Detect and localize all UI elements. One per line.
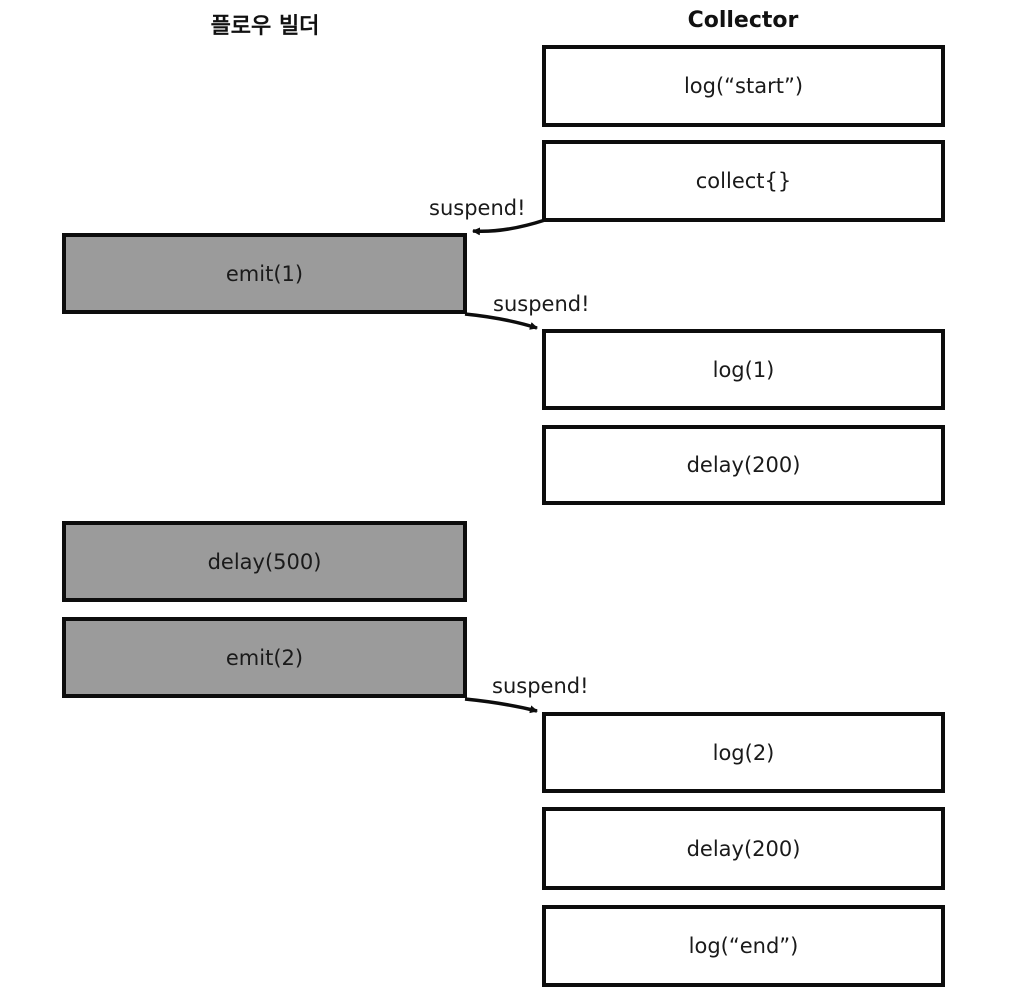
flow-box-delay-500: delay(500) — [62, 521, 467, 602]
suspend-label-2: suspend! — [493, 292, 590, 316]
suspend-arrow-1 — [472, 218, 546, 236]
suspend-label-3: suspend! — [492, 674, 589, 698]
collector-box-collect: collect{} — [542, 140, 945, 222]
flow-box-emit-1: emit(1) — [62, 233, 467, 314]
right-column-title: Collector — [687, 8, 799, 33]
left-column-title: 플로우 빌더 — [210, 14, 320, 39]
collector-box-log-end: log(“end”) — [542, 905, 945, 987]
flow-box-emit-2: emit(2) — [62, 617, 467, 698]
collector-box-delay-200-a: delay(200) — [542, 425, 945, 505]
suspend-arrow-3 — [464, 697, 538, 714]
collector-box-log-2: log(2) — [542, 712, 945, 793]
collector-box-log-1: log(1) — [542, 329, 945, 410]
collector-box-log-start: log(“start”) — [542, 45, 945, 127]
suspend-arrow-2 — [464, 312, 538, 330]
collector-box-delay-200-b: delay(200) — [542, 807, 945, 890]
suspend-label-1: suspend! — [429, 196, 526, 220]
